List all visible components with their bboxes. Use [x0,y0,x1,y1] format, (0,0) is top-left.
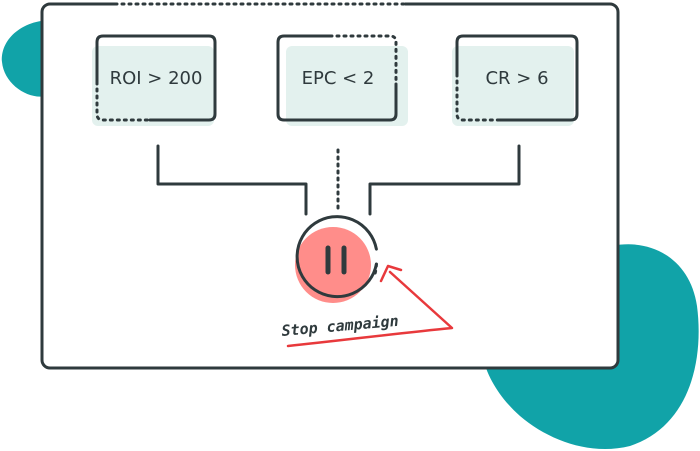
rule-label-epc: EPC < 2 [302,68,375,89]
rule-box-epc: EPC < 2 [276,34,408,126]
rule-box-cr: CR > 6 [452,34,579,126]
annotation-arrow [286,270,454,348]
connector-right [368,144,521,216]
decorative-blob-right [486,244,699,450]
connector-left [156,144,308,216]
pause-icon [325,245,347,275]
rule-box-roi: ROI > 200 [92,34,217,126]
pause-button[interactable] [295,215,378,303]
rule-label-cr: CR > 6 [485,68,548,89]
arrow-head [379,264,403,283]
rule-label-roi: ROI > 200 [110,68,203,89]
pause-button-fill [295,227,371,303]
